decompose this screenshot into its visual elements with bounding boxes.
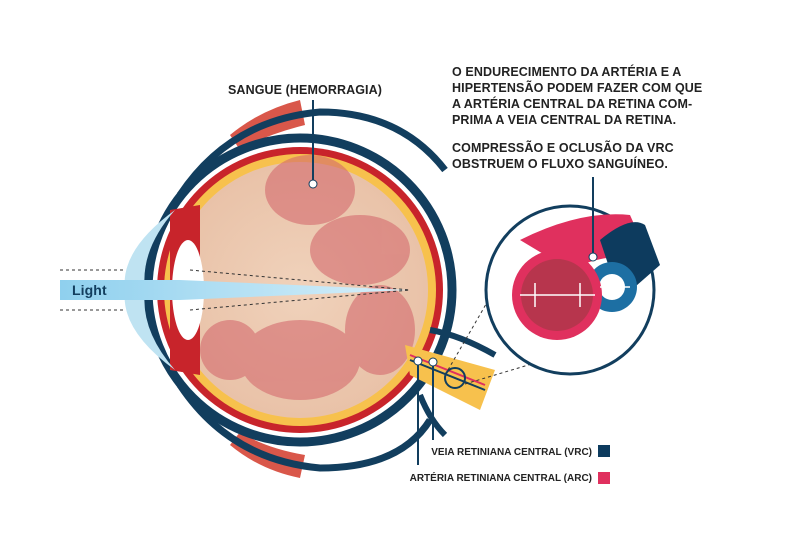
hemorrhage-label: SANGUE (HEMORRAGIA) [228,83,382,97]
description-1: O ENDURECIMENTO DA ARTÉRIA E A HIPERTENS… [452,64,702,128]
text-line: O ENDURECIMENTO DA ARTÉRIA E A [452,65,682,79]
legend-artery-swatch [598,472,610,484]
text-line: OBSTRUEM O FLUXO SANGUÍNEO. [452,157,668,171]
text-line: A ARTÉRIA CENTRAL DA RETINA COM- [452,97,693,111]
text-line: COMPRESSÃO E OCLUSÃO DA VRC [452,141,674,155]
hemorrhage-areas [200,155,415,400]
vessel-inset [484,177,660,376]
sclera [177,108,448,197]
light-beam [60,280,410,300]
legend-vein-swatch [598,445,610,457]
text-line: HIPERTENSÃO PODEM FAZER COM QUE [452,81,703,95]
legend-artery-label: ARTÉRIA RETINIANA CENTRAL (ARC) [409,473,592,484]
description-2: COMPRESSÃO E OCLUSÃO DA VRC OBSTRUEM O F… [452,140,674,172]
text-line: PRIMA A VEIA CENTRAL DA RETINA. [452,113,677,127]
cornea [124,210,175,370]
legend-vein-label: VEIA RETINIANA CENTRAL (VRC) [431,447,592,458]
light-label: Light [72,282,107,298]
